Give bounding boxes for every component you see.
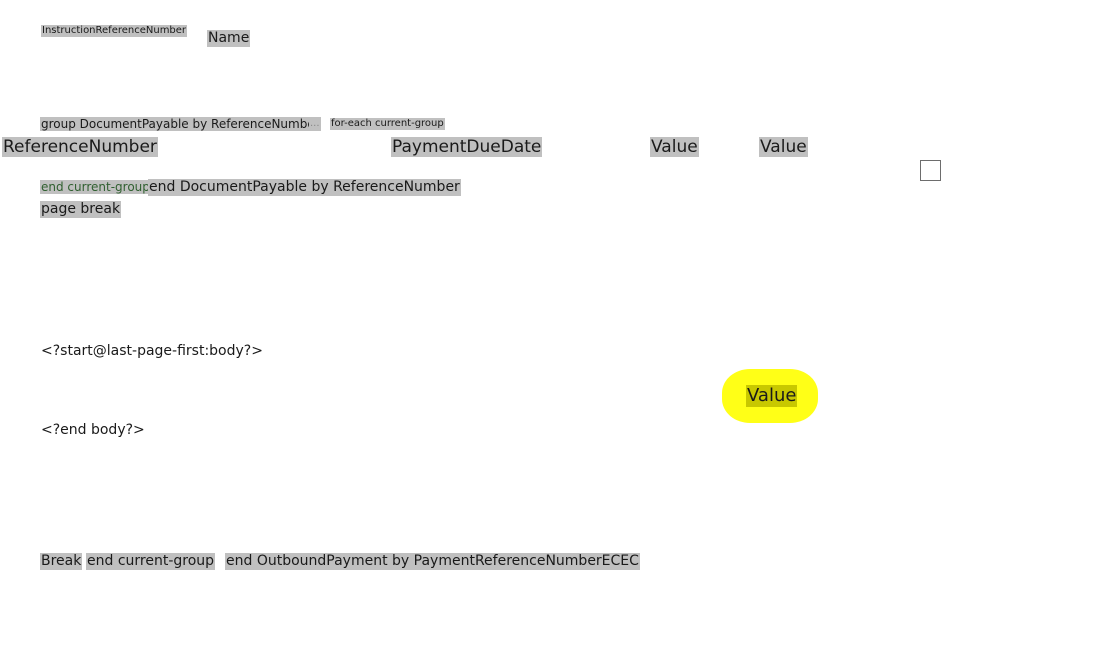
ellipsis-field[interactable]: ... [309,118,321,130]
reference-number-field[interactable]: ReferenceNumber [2,137,158,158]
for-each-field[interactable]: for-each current-group [330,118,445,130]
page-break-field[interactable]: page break [40,201,122,218]
group-start-field[interactable]: group DocumentPayable by ReferenceNumber [40,117,321,132]
end-body-tag: <?end body?> [41,422,145,438]
footer-end-current-group-field[interactable]: end current-group [86,553,216,570]
end-current-group-field[interactable]: end current-group [40,180,151,195]
end-group-field[interactable]: end DocumentPayable by ReferenceNumber [148,179,461,196]
break-field[interactable]: Break [40,553,83,570]
checkbox[interactable] [920,160,941,181]
start-body-tag: <?start@last-page-first:body?> [41,343,263,359]
end-outbound-field[interactable]: end OutboundPayment by PaymentReferenceN… [225,553,640,570]
instruction-ref-field[interactable]: InstructionReferenceNumber [41,25,188,37]
value-field-1[interactable]: Value [650,137,699,158]
name-field[interactable]: Name [207,30,251,47]
payment-due-date-field[interactable]: PaymentDueDate [391,137,543,158]
highlighted-value-field[interactable]: Value [746,385,798,407]
value-field-2[interactable]: Value [759,137,808,158]
